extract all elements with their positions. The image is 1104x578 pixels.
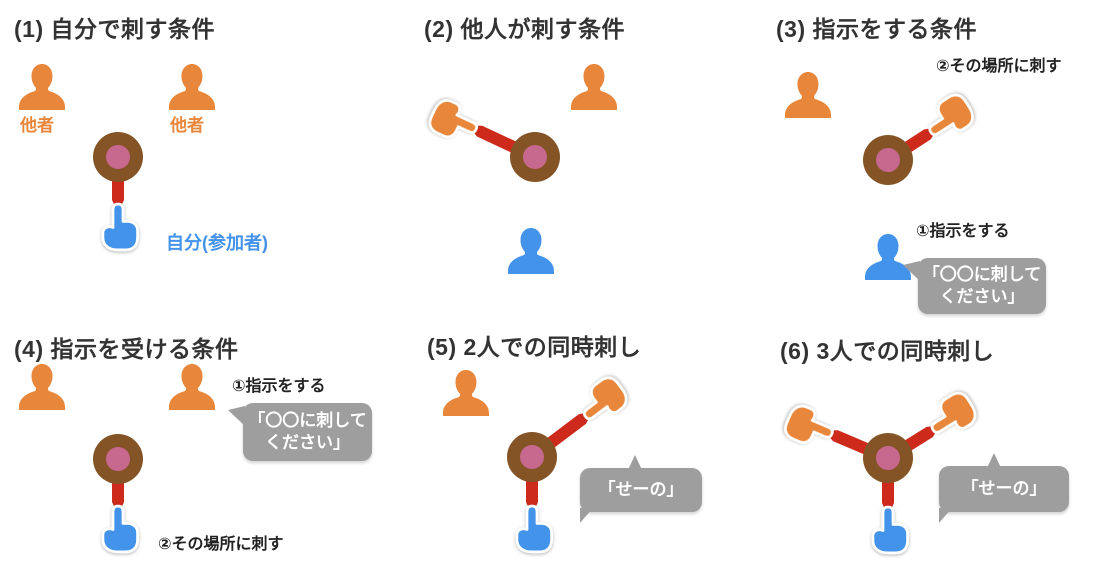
target-icon [507, 432, 557, 482]
person-icon-other [785, 72, 831, 118]
hand-icon-self [101, 202, 140, 252]
panel-3-title: (3) 指示をする条件 [776, 16, 977, 42]
hand-icon-other [424, 95, 484, 149]
speech-bubble-line-2: ください」 [265, 433, 350, 452]
panel-2-title: (2) 他人が刺す条件 [424, 16, 625, 42]
speech-bubble-text: 「せーの」 [961, 478, 1047, 498]
panel-1-title: (1) 自分で刺す条件 [14, 16, 215, 42]
person-icon-other [571, 64, 617, 110]
speech-bubble-instruction: 「〇〇に刺して ください」 [228, 403, 372, 461]
person-icon-self [508, 228, 554, 274]
person-icon-other-1 [19, 64, 65, 110]
panel-5-title: (5) 2人での同時刺し [427, 334, 642, 360]
panel-1-graphics [19, 64, 215, 252]
speech-bubble-line-1: 「〇〇に刺して [248, 410, 367, 430]
panel-2-graphics [424, 64, 617, 274]
person-icon-other-1 [19, 364, 65, 410]
speech-bubble-line-2: ください」 [939, 287, 1025, 306]
hand-icon-self [871, 505, 909, 555]
panel-5-graphics [443, 370, 633, 554]
panel-6-title: (6) 3人での同時刺し [780, 338, 995, 364]
speech-bubble-line-1: 「〇〇に刺して [922, 264, 1042, 284]
person-icon-other [443, 370, 489, 416]
label-step-2: ②その場所に刺す [158, 536, 284, 553]
label-step-2: ②その場所に刺す [936, 58, 1062, 75]
target-icon [93, 434, 143, 484]
panel-3-graphics [785, 72, 979, 280]
speech-bubble-ready-call: .bubble-shout::before{left:48px;} 「せーの」 [580, 455, 702, 523]
panel-4-title: (4) 指示を受ける条件 [14, 336, 239, 362]
target-icon [510, 132, 560, 182]
person-icon-other-2 [169, 64, 215, 110]
hand-icon-other-1 [780, 400, 840, 454]
target-icon [863, 433, 913, 483]
label-other-1: 他者 [20, 116, 54, 135]
target-icon [93, 132, 143, 182]
speech-bubble-text: 「せーの」 [598, 479, 684, 499]
label-step-1: ①指示をする [232, 378, 326, 395]
label-other-2: 他者 [170, 116, 204, 135]
target-icon [863, 135, 913, 185]
person-icon-other-2 [169, 364, 215, 410]
panel-4-graphics [19, 364, 215, 554]
speech-bubble-ready-call: 「せーの」 [939, 453, 1069, 523]
label-self: 自分(参加者) [166, 233, 268, 253]
hand-icon-self [101, 504, 140, 554]
label-step-1: ①指示をする [916, 223, 1010, 240]
panel-6-graphics [780, 387, 982, 555]
hand-icon-self [515, 504, 553, 554]
speech-bubble-instruction: 「〇〇に刺して ください」 [903, 258, 1046, 314]
